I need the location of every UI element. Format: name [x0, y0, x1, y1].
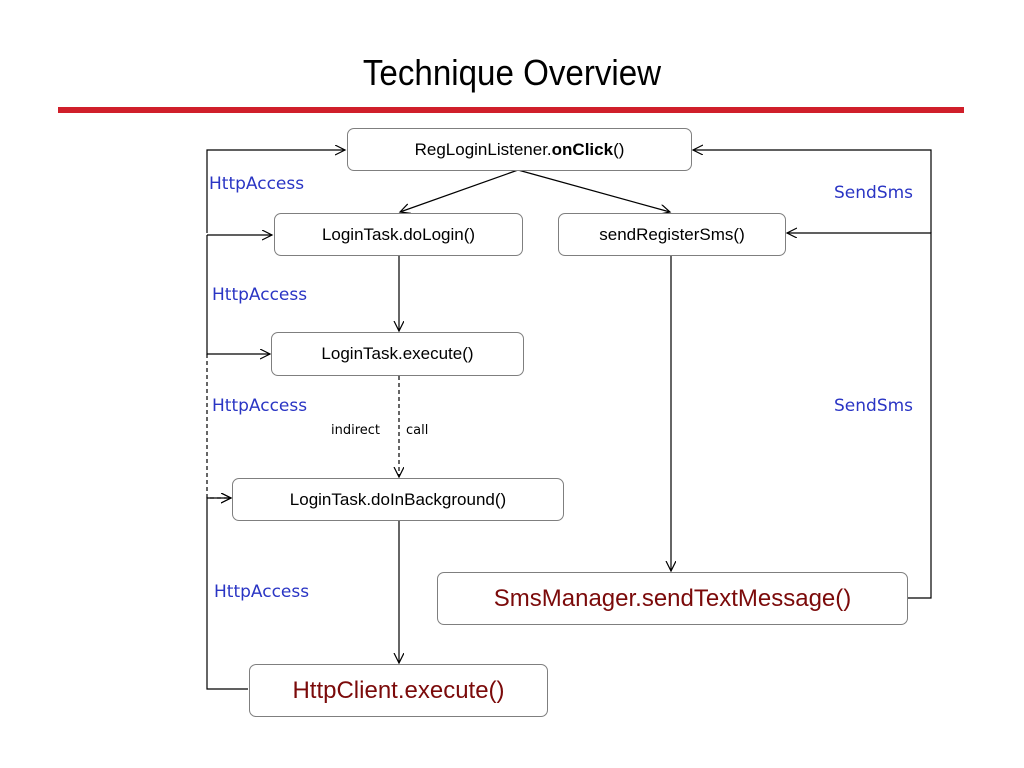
- node-sendsms: sendRegisterSms(): [558, 213, 786, 256]
- page-title: Technique Overview: [362, 52, 662, 93]
- node-onclick-prefix: RegLoginListener.: [414, 139, 552, 159]
- edge-onclick-dologin: [400, 169, 519, 212]
- label-sendsms-2: SendSms: [834, 396, 914, 416]
- label-httpaccess-2: HttpAccess: [212, 285, 308, 305]
- label-httpaccess-4: HttpAccess: [214, 582, 310, 602]
- label-httpaccess-3: HttpAccess: [212, 396, 308, 416]
- edge-loop-left-top: [206, 150, 345, 233]
- node-onclick: RegLoginListener.onClick(): [347, 128, 692, 171]
- node-smsmanager: SmsManager.sendTextMessage(): [437, 572, 908, 625]
- label-sendsms-1: SendSms: [834, 183, 914, 203]
- node-httpclient: HttpClient.execute(): [249, 664, 548, 717]
- node-onclick-suffix: (): [613, 139, 625, 159]
- edge-loop-right: [787, 233, 932, 599]
- edge-loop-right-top: [693, 150, 932, 233]
- node-execute: LoginTask.execute(): [271, 332, 524, 376]
- annotation-call: call: [406, 423, 429, 438]
- label-httpaccess-1: HttpAccess: [209, 174, 305, 194]
- edge-onclick-sendsms: [517, 169, 670, 212]
- edge-loop-httpclient: [206, 498, 248, 690]
- node-background: LoginTask.doInBackground(): [232, 478, 564, 521]
- annotation-indirect: indirect: [331, 423, 381, 438]
- edge-loop-left-dashed: [206, 354, 231, 498]
- node-dologin: LoginTask.doLogin(): [274, 213, 523, 256]
- title-divider: [58, 107, 964, 113]
- node-onclick-bold: onClick: [551, 139, 614, 159]
